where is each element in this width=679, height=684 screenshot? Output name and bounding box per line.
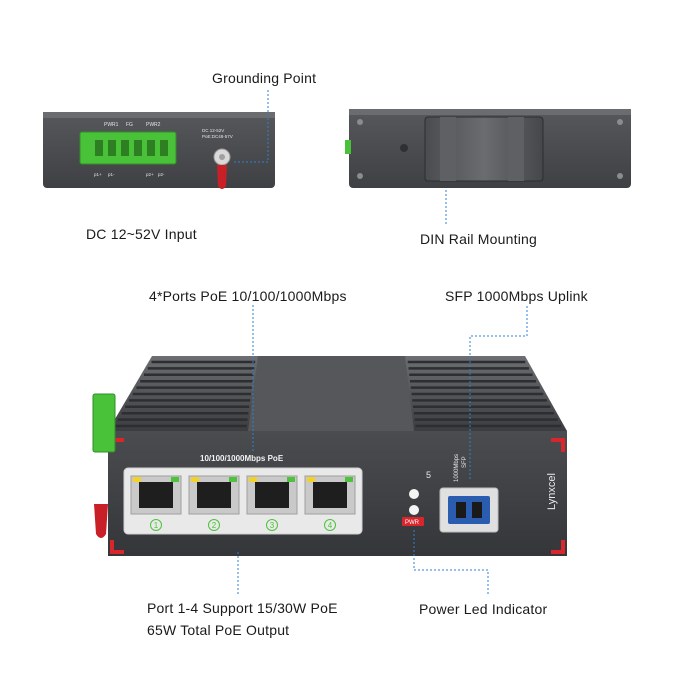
port-number: 4 — [328, 521, 333, 530]
callout-din-rail: DIN Rail Mounting — [420, 231, 537, 247]
screw-icon — [617, 119, 623, 125]
side-panel-top-edge — [43, 112, 275, 118]
leader-grounding — [232, 90, 269, 163]
callout-power-led: Power Led Indicator — [419, 601, 548, 617]
port-led-green — [171, 477, 179, 482]
pwr1-label: PWR1 — [104, 122, 119, 128]
heatsink-center-band — [248, 356, 414, 431]
accent-corner — [551, 540, 565, 554]
pwr-badge — [402, 517, 424, 526]
grounding-lug — [217, 165, 227, 189]
grounding-screw-center — [219, 154, 225, 160]
terminal-edge — [345, 140, 351, 154]
callout-port-support: Port 1-4 Support 15/30W PoE 65W Total Po… — [147, 597, 338, 641]
spec-line-2: PoE:DC48-57V — [202, 134, 233, 139]
pwr2-label: PWR2 — [146, 122, 161, 128]
port-bezel — [123, 467, 363, 535]
callout-grounding-point: Grounding Point — [212, 70, 317, 86]
back-panel-top-edge — [349, 109, 631, 115]
port-number-badge — [150, 519, 162, 531]
port-led-green — [345, 477, 353, 482]
side-terminal-block — [92, 393, 116, 453]
port-speed-label: 10/100/1000Mbps PoE — [200, 454, 284, 463]
side-view-terminal: PWR1 FG PWR2 DC 12-52V PoE:DC48-57V p1+ … — [43, 112, 275, 189]
rj45-port: 2 — [188, 475, 240, 531]
leader-lines — [232, 90, 528, 594]
port-number: 3 — [270, 521, 275, 530]
pwr-label: PWR — [405, 520, 420, 526]
accent-corner — [551, 438, 565, 452]
fg-label: FG — [126, 122, 133, 128]
sfp-label-line1: 1000Mbps — [454, 454, 460, 482]
sfp-slot — [472, 502, 482, 518]
port-number-badge — [324, 519, 336, 531]
din-clip-tab — [508, 117, 524, 181]
rj45-socket — [255, 482, 289, 508]
rj45-port: 1 — [130, 475, 182, 531]
screw-icon — [400, 144, 408, 152]
sfp-slot — [456, 502, 466, 518]
accent-corner — [110, 540, 124, 554]
rj45-port: 4 — [304, 475, 356, 531]
callout-dc-input: DC 12~52V Input — [86, 226, 197, 242]
pin-label: p1+ — [94, 172, 102, 177]
port-led-yellow — [191, 477, 199, 482]
callout-sfp-uplink: SFP 1000Mbps Uplink — [445, 288, 588, 304]
led-number-label: 5 — [426, 470, 431, 480]
port-number: 2 — [212, 521, 217, 530]
din-clip-tab — [440, 117, 456, 181]
back-view-din — [345, 109, 631, 188]
port-led-yellow — [249, 477, 257, 482]
port-led-green — [229, 477, 237, 482]
port-led-green — [287, 477, 295, 482]
spec-line-1: DC 12-52V — [202, 128, 224, 133]
screw-icon — [617, 173, 623, 179]
pin-label: p2- — [158, 172, 165, 177]
callout-port-support-line2: 65W Total PoE Output — [147, 622, 290, 638]
terminal-screws — [95, 140, 168, 156]
sfp-module — [448, 496, 490, 524]
port-number-badge — [266, 519, 278, 531]
screw-icon — [357, 173, 363, 179]
pin-label: p1- — [108, 172, 115, 177]
brand-logo: Lynxcel — [546, 473, 558, 510]
led-5 — [409, 489, 419, 499]
rj45-socket — [139, 482, 173, 508]
callout-poe-ports: 4*Ports PoE 10/100/1000Mbps — [149, 288, 347, 304]
screw-icon — [357, 119, 363, 125]
rj45-port: 3 — [246, 475, 298, 531]
pin-labels: p1+ p1- p2+ p2- — [94, 172, 165, 177]
callout-port-support-line1: Port 1-4 Support 15/30W PoE — [147, 600, 338, 616]
port-led-yellow — [307, 477, 315, 482]
port-number: 1 — [154, 521, 159, 530]
rj45-ports: 1 2 3 4 — [130, 475, 356, 531]
port-led-yellow — [133, 477, 141, 482]
heatsink-fins — [113, 360, 562, 428]
led-pwr — [409, 505, 419, 515]
leader-power-led — [413, 530, 489, 594]
pin-label: p2+ — [146, 172, 154, 177]
rj45-socket — [313, 482, 347, 508]
rj45-socket — [197, 482, 231, 508]
sfp-label-line2: SFP — [462, 456, 468, 468]
side-grounding-lug — [94, 504, 108, 538]
port-number-badge — [208, 519, 220, 531]
